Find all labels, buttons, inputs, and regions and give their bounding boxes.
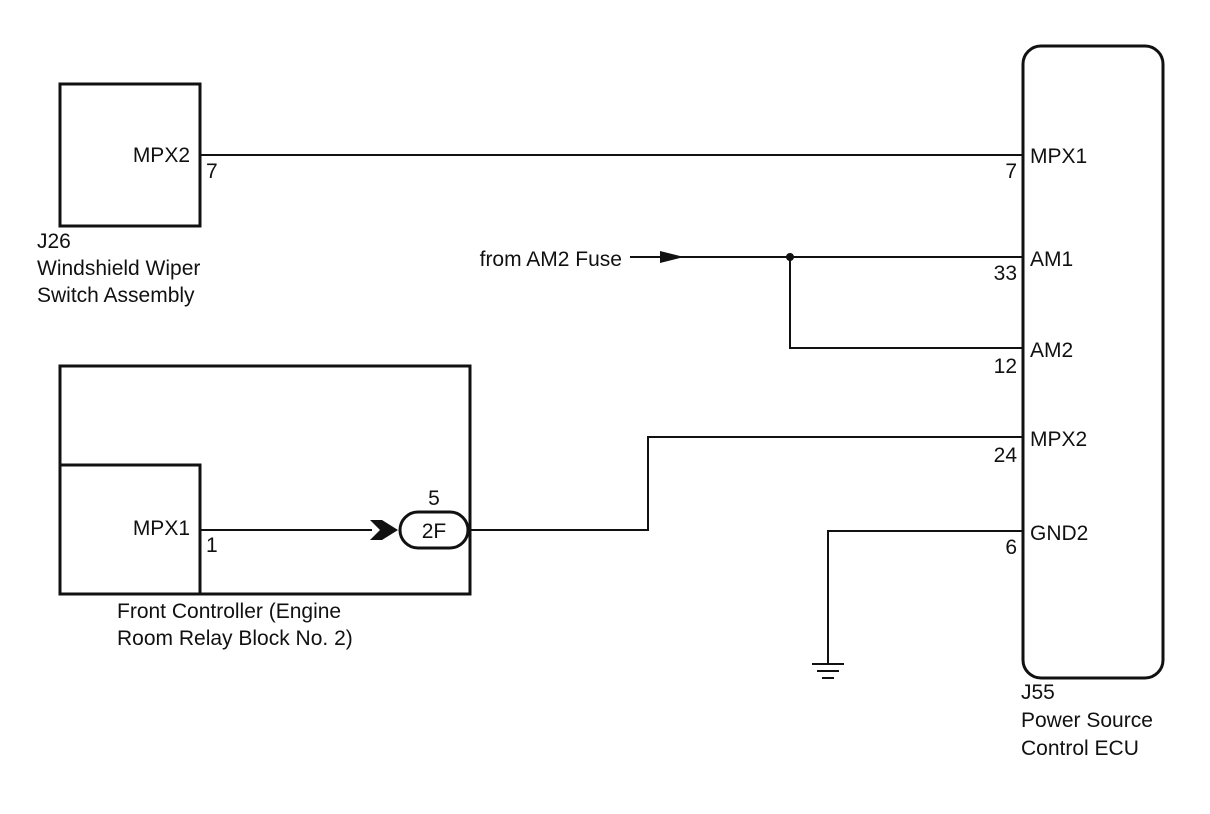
connector-2f-pin: 5: [428, 487, 440, 510]
wiper-switch-pin-number: 7: [206, 160, 218, 183]
ecu-pin-am2-number: 12: [994, 355, 1017, 378]
wire-gnd2-to-ground: [827, 530, 1023, 664]
wiper-switch-component: MPX2 7 J26 Windshield Wiper Switch Assem…: [37, 82, 218, 307]
front-controller-component: MPX1 1 2F 5 Front Controller (Engine Roo…: [58, 364, 472, 650]
front-controller-name-line1: Front Controller (Engine: [117, 600, 341, 623]
ecu-pin-gnd2-number: 6: [1005, 536, 1017, 559]
front-controller-pin-label: MPX1: [133, 517, 190, 540]
ecu-pin-mpx2-number: 24: [994, 444, 1018, 467]
wiper-switch-pin-label: MPX2: [133, 144, 190, 167]
wires: from AM2 Fuse: [200, 154, 1023, 679]
ecu-name-line1: Power Source: [1021, 709, 1153, 732]
wire-branch-to-am2: [789, 257, 1023, 349]
wiper-switch-name-line2: Switch Assembly: [37, 284, 195, 307]
ground-icon: [812, 663, 844, 679]
ecu-name-line2: Control ECU: [1021, 737, 1139, 760]
ecu-pin-am2-label: AM2: [1030, 339, 1073, 362]
ecu-pin-gnd2-label: GND2: [1030, 522, 1088, 545]
source-label: from AM2 Fuse: [480, 248, 622, 271]
connector-arrow-icon: [370, 520, 398, 540]
connector-2f-label: 2F: [422, 520, 447, 543]
wire-connector-to-ecu-mpx2: [468, 436, 1023, 531]
wiper-switch-name-line1: Windshield Wiper: [37, 257, 200, 280]
wiper-switch-code: J26: [37, 230, 71, 253]
front-controller-pin-number: 1: [206, 534, 218, 557]
front-controller-inner-box: [60, 463, 202, 594]
ecu-component: MPX1 7 AM1 33 AM2 12 MPX2 24 GND2 6 J55 …: [994, 44, 1165, 760]
ecu-pin-mpx2-label: MPX2: [1030, 428, 1087, 451]
ecu-box: [1021, 44, 1165, 680]
ecu-pin-am1-number: 33: [994, 262, 1017, 285]
ecu-pin-mpx1-number: 7: [1005, 160, 1017, 183]
front-controller-name-line2: Room Relay Block No. 2): [117, 627, 353, 650]
front-controller-outer-box: [58, 364, 472, 596]
ecu-code: J55: [1021, 681, 1055, 704]
ecu-pin-mpx1-label: MPX1: [1030, 145, 1087, 168]
ecu-pin-am1-label: AM1: [1030, 248, 1073, 271]
source-arrow-icon: [660, 251, 684, 263]
